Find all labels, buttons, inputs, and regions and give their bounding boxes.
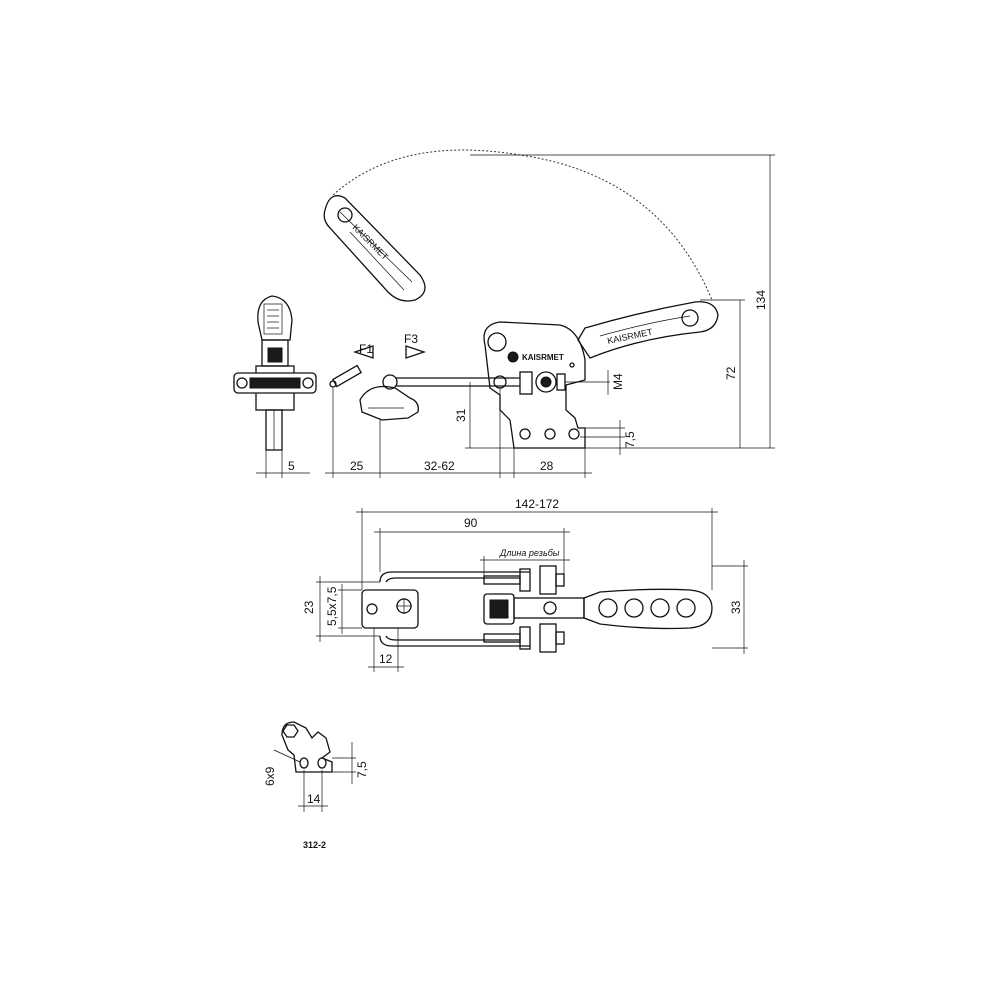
dim-stroke-range: 32-62	[424, 459, 455, 473]
dim-arm-width: 5	[288, 459, 295, 473]
dim-slot: 5,5x7,5	[325, 586, 339, 626]
part-number: 312-2	[303, 840, 326, 850]
dim-offset-12: 12	[379, 652, 393, 666]
dim-spindle-offset: 25	[350, 459, 364, 473]
handle-marking: KAISRMET	[606, 327, 654, 346]
dim-width-23: 23	[302, 600, 316, 614]
thread-length-label: Длина резьбы	[499, 548, 560, 558]
side-view: KAISRMET KAISRMET KAISRMET	[323, 149, 775, 478]
force-label-f1: F1	[359, 342, 373, 356]
dim-hole-7-5: 7,5	[623, 431, 637, 448]
dim-width-33: 33	[729, 600, 743, 614]
top-view	[316, 508, 748, 672]
raised-handle-marking: KAISRMET	[351, 222, 391, 262]
dim-spacing: 14	[307, 792, 321, 806]
dim-base-length: 28	[540, 459, 554, 473]
brand-logo-text: KAISRMET	[522, 353, 564, 362]
base-detail	[273, 721, 356, 812]
dim-holes: 6x9	[263, 766, 277, 786]
dim-height-31: 31	[454, 408, 468, 422]
dim-length-90: 90	[464, 516, 478, 530]
dim-overall-length: 142-172	[515, 497, 559, 511]
dim-thread: M4	[611, 373, 625, 390]
dim-offset: 7,5	[355, 761, 369, 778]
dim-height-72: 72	[724, 366, 738, 380]
end-view	[233, 295, 317, 478]
force-label-f3: F3	[404, 332, 418, 346]
dim-height-134: 134	[754, 290, 768, 310]
